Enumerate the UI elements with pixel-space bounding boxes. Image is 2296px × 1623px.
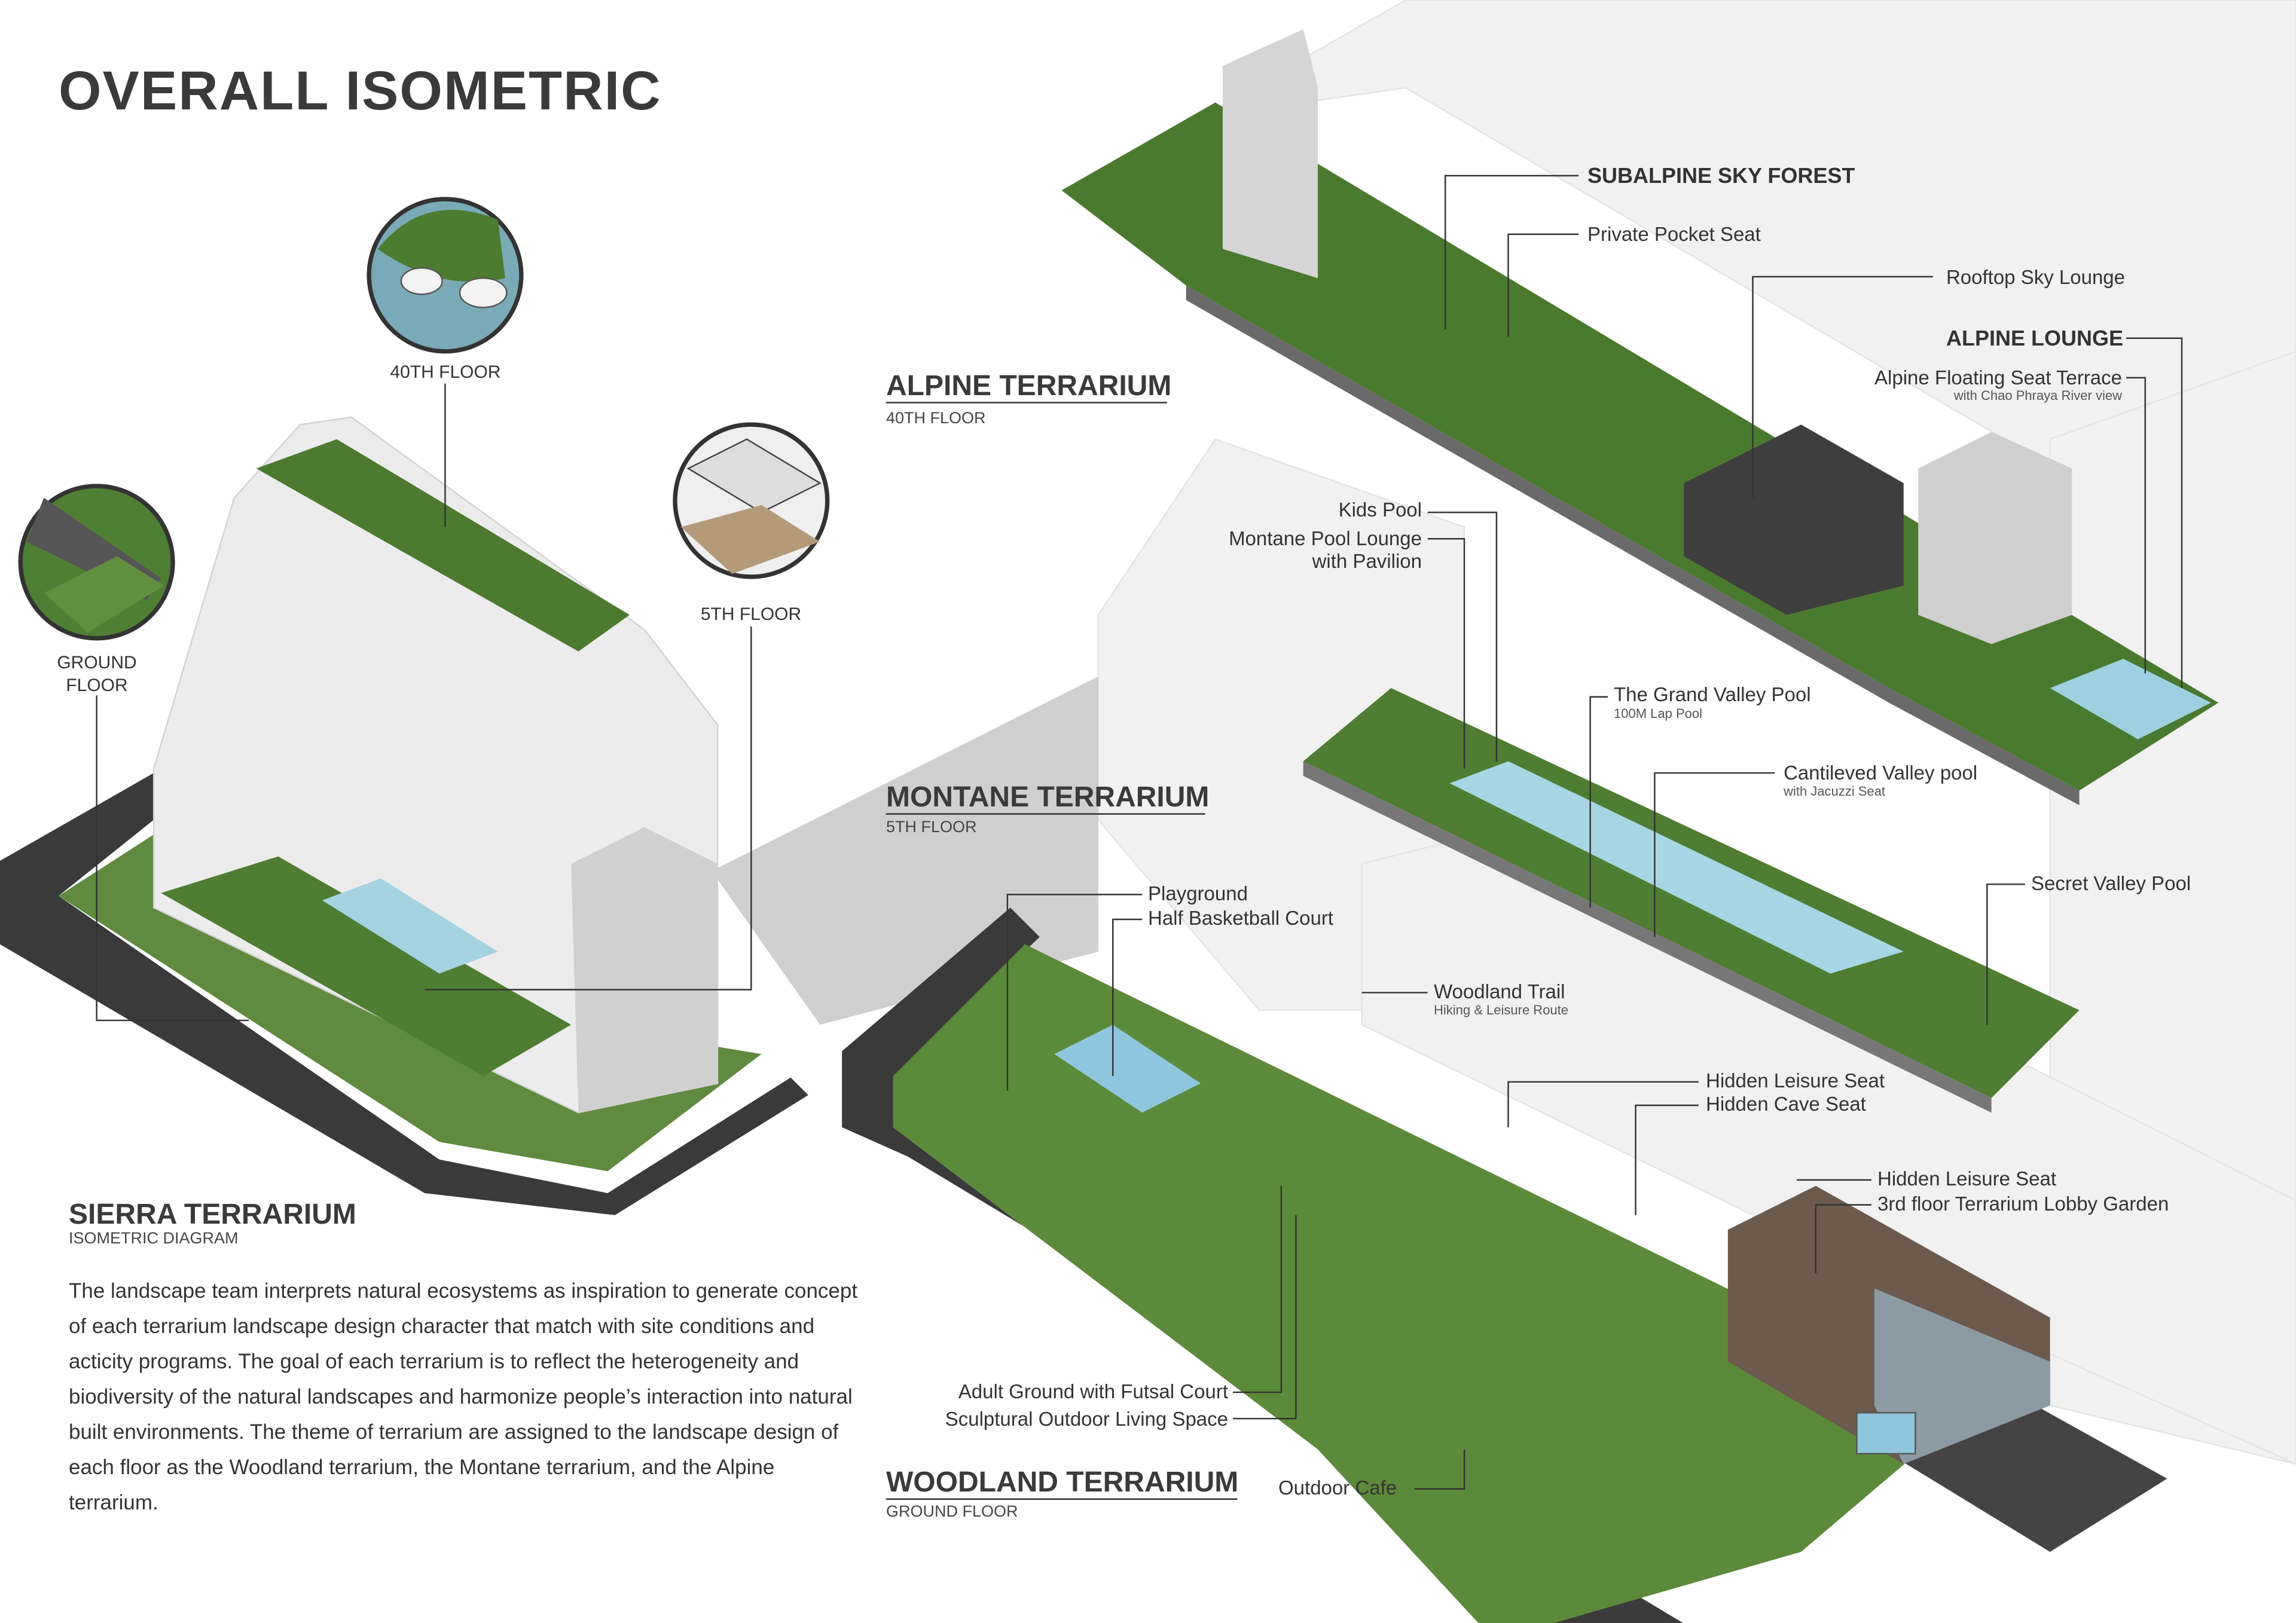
callout-kids-pool: Kids Pool [1338,499,1422,521]
leader-montane-lounge [1427,538,1465,769]
leader-ground [96,695,249,1022]
page-title: OVERALL ISOMETRIC [59,60,662,121]
callout-sculptural-space: Sculptural Outdoor Living Space [945,1408,1228,1430]
callout-alpine-floating-seat-sub: with Chao Phraya River view [1953,388,2122,403]
lobby-glass [1874,1288,2050,1464]
callout-cantilevered-pool-sub: with Jacuzzi Seat [1784,784,1885,799]
callout-subalpine-sky-forest: SUBALPINE SKY FOREST [1587,163,1855,188]
callout-half-basketball-court: Half Basketball Court [1148,907,1333,929]
sierra-roof-garden [256,439,630,652]
leader-5th [425,626,752,991]
callout-hidden-leisure-seat-2: Hidden Leisure Seat [1877,1167,2057,1190]
callout-grand-valley-pool-sub: 100M Lap Pool [1614,706,1702,721]
callout-woodland-trail: Woodland Trail [1434,980,1565,1002]
leader-sculptural [1233,1215,1297,1420]
callout-montane-pool-lounge-2: with Pavilion [1312,550,1422,572]
callout-outdoor-cafe: Outdoor Cafe [1278,1477,1397,1499]
callout-alpine-floating-seat: Alpine Floating Seat Terrace [1874,366,2122,389]
leader-pocket-seat [1507,233,1579,337]
alpine-heading: ALPINE TERRARIUM [886,370,1172,402]
floor-label-40th: 40TH FLOOR [390,362,501,382]
leader-lobby [1815,1204,1871,1274]
leader-floating [2126,377,2147,674]
leader-subalpine [1444,175,1579,330]
woodland-heading: WOODLAND TERRARIUM [886,1466,1239,1498]
callout-private-pocket-seat: Private Pocket Seat [1587,223,1761,245]
sierra-podium-garden [161,856,572,1077]
callout-alpine-lounge: ALPINE LOUNGE [1946,326,2123,350]
leader-alpine-lounge [2126,337,2183,689]
sierra-subtitle: ISOMETRIC DIAGRAM [69,1229,239,1247]
callout-lobby-garden: 3rd floor Terrarium Lobby Garden [1877,1193,2169,1215]
alpine-lounge-building [1684,424,1904,615]
leader-kids-pool [1427,511,1498,762]
montane-edge [1303,761,1992,1113]
woodland-floor: GROUND FLOOR [886,1502,1018,1520]
leader-secret [1986,883,2025,1025]
leader-cafe [1414,1449,1465,1490]
callout-adult-ground: Adult Ground with Futsal Court [958,1380,1228,1402]
leader-playground [1006,894,1143,1091]
callout-playground: Playground [1148,882,1248,904]
alpine-dark-block [1222,29,1318,279]
background-towers [1097,0,2296,1465]
floor-marker-40th [367,197,524,354]
callout-woodland-trail-sub: Hiking & Leisure Route [1434,1002,1569,1017]
leader-hidden-cave [1635,1104,1699,1215]
callout-hidden-cave-seat: Hidden Cave Seat [1706,1093,1866,1115]
montane-pool [1449,761,1904,974]
leader-cantilevered [1654,772,1775,937]
montane-heading: MONTANE TERRARIUM [886,781,1210,813]
woodland-court [1054,1025,1201,1113]
floor-marker-5th [673,422,830,579]
leader-basketball [1112,918,1143,1077]
leader-lines [96,175,2183,1500]
woodland-green [893,944,1948,1623]
sierra-site-road [0,773,808,1215]
drop-off-fountain [1856,1412,1916,1455]
alpine-floor: 40TH FLOOR [886,409,986,427]
alpine-tower-faded [1200,0,2296,586]
callout-cantilevered-pool: Cantileved Valley pool [1784,762,1978,784]
sierra-heading: SIERRA TERRARIUM [69,1199,356,1230]
callout-montane-pool-lounge: Montane Pool Lounge [1229,527,1422,549]
leader-hidden-leisure-1 [1507,1081,1699,1127]
alpine-grey-block [1918,432,2072,644]
montane-floor: 5TH FLOOR [886,818,977,836]
floor-label-5th: 5TH FLOOR [700,604,802,624]
callout-rooftop-sky-lounge: Rooftop Sky Lounge [1946,266,2125,288]
leader-grand-valley [1589,696,1608,908]
sierra-pool [322,878,498,974]
callout-secret-valley-pool: Secret Valley Pool [2031,872,2191,894]
callout-hidden-leisure-seat-1: Hidden Leisure Seat [1706,1069,1885,1092]
leader-adult-ground [1233,1185,1283,1393]
floor-marker-ground [18,484,175,641]
floor-label-ground: GROUND FLOOR [57,653,137,695]
alpine-edge [1186,285,2080,805]
alpine-pool [2050,659,2211,739]
callout-grand-valley-pool: The Grand Valley Pool [1614,683,1811,705]
description-paragraph: The landscape team interprets natural ec… [69,1279,858,1514]
leader-rooftop [1752,276,1933,498]
sierra-tower-shade [571,827,718,1113]
